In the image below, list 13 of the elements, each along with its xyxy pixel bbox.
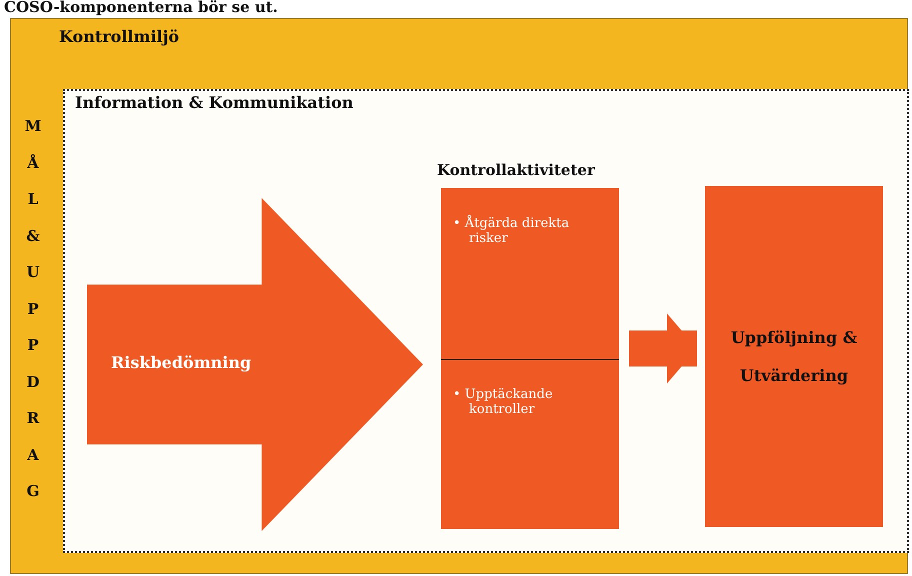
vertical-label: MÅL & UPPDRAG — [24, 116, 42, 502]
box-text: Uppföljning & Utvärdering — [730, 326, 858, 386]
arrow-label: Riskbedömning — [111, 352, 252, 372]
process-box — [705, 186, 883, 527]
environment-panel — [10, 18, 908, 574]
title: COSO-komponenterna bör se ut. — [4, 0, 278, 16]
communication-panel — [63, 89, 909, 553]
block-arrow — [629, 314, 697, 384]
bullet-text: • Upptäckande kontroller — [453, 386, 554, 416]
bullet-text: • Åtgärda direkta risker — [453, 216, 570, 246]
panel-heading: Information & Kommunikation — [75, 93, 354, 112]
box-heading: Kontrollaktiviteter — [437, 161, 595, 179]
panel-heading: Kontrollmiljö — [59, 27, 180, 46]
